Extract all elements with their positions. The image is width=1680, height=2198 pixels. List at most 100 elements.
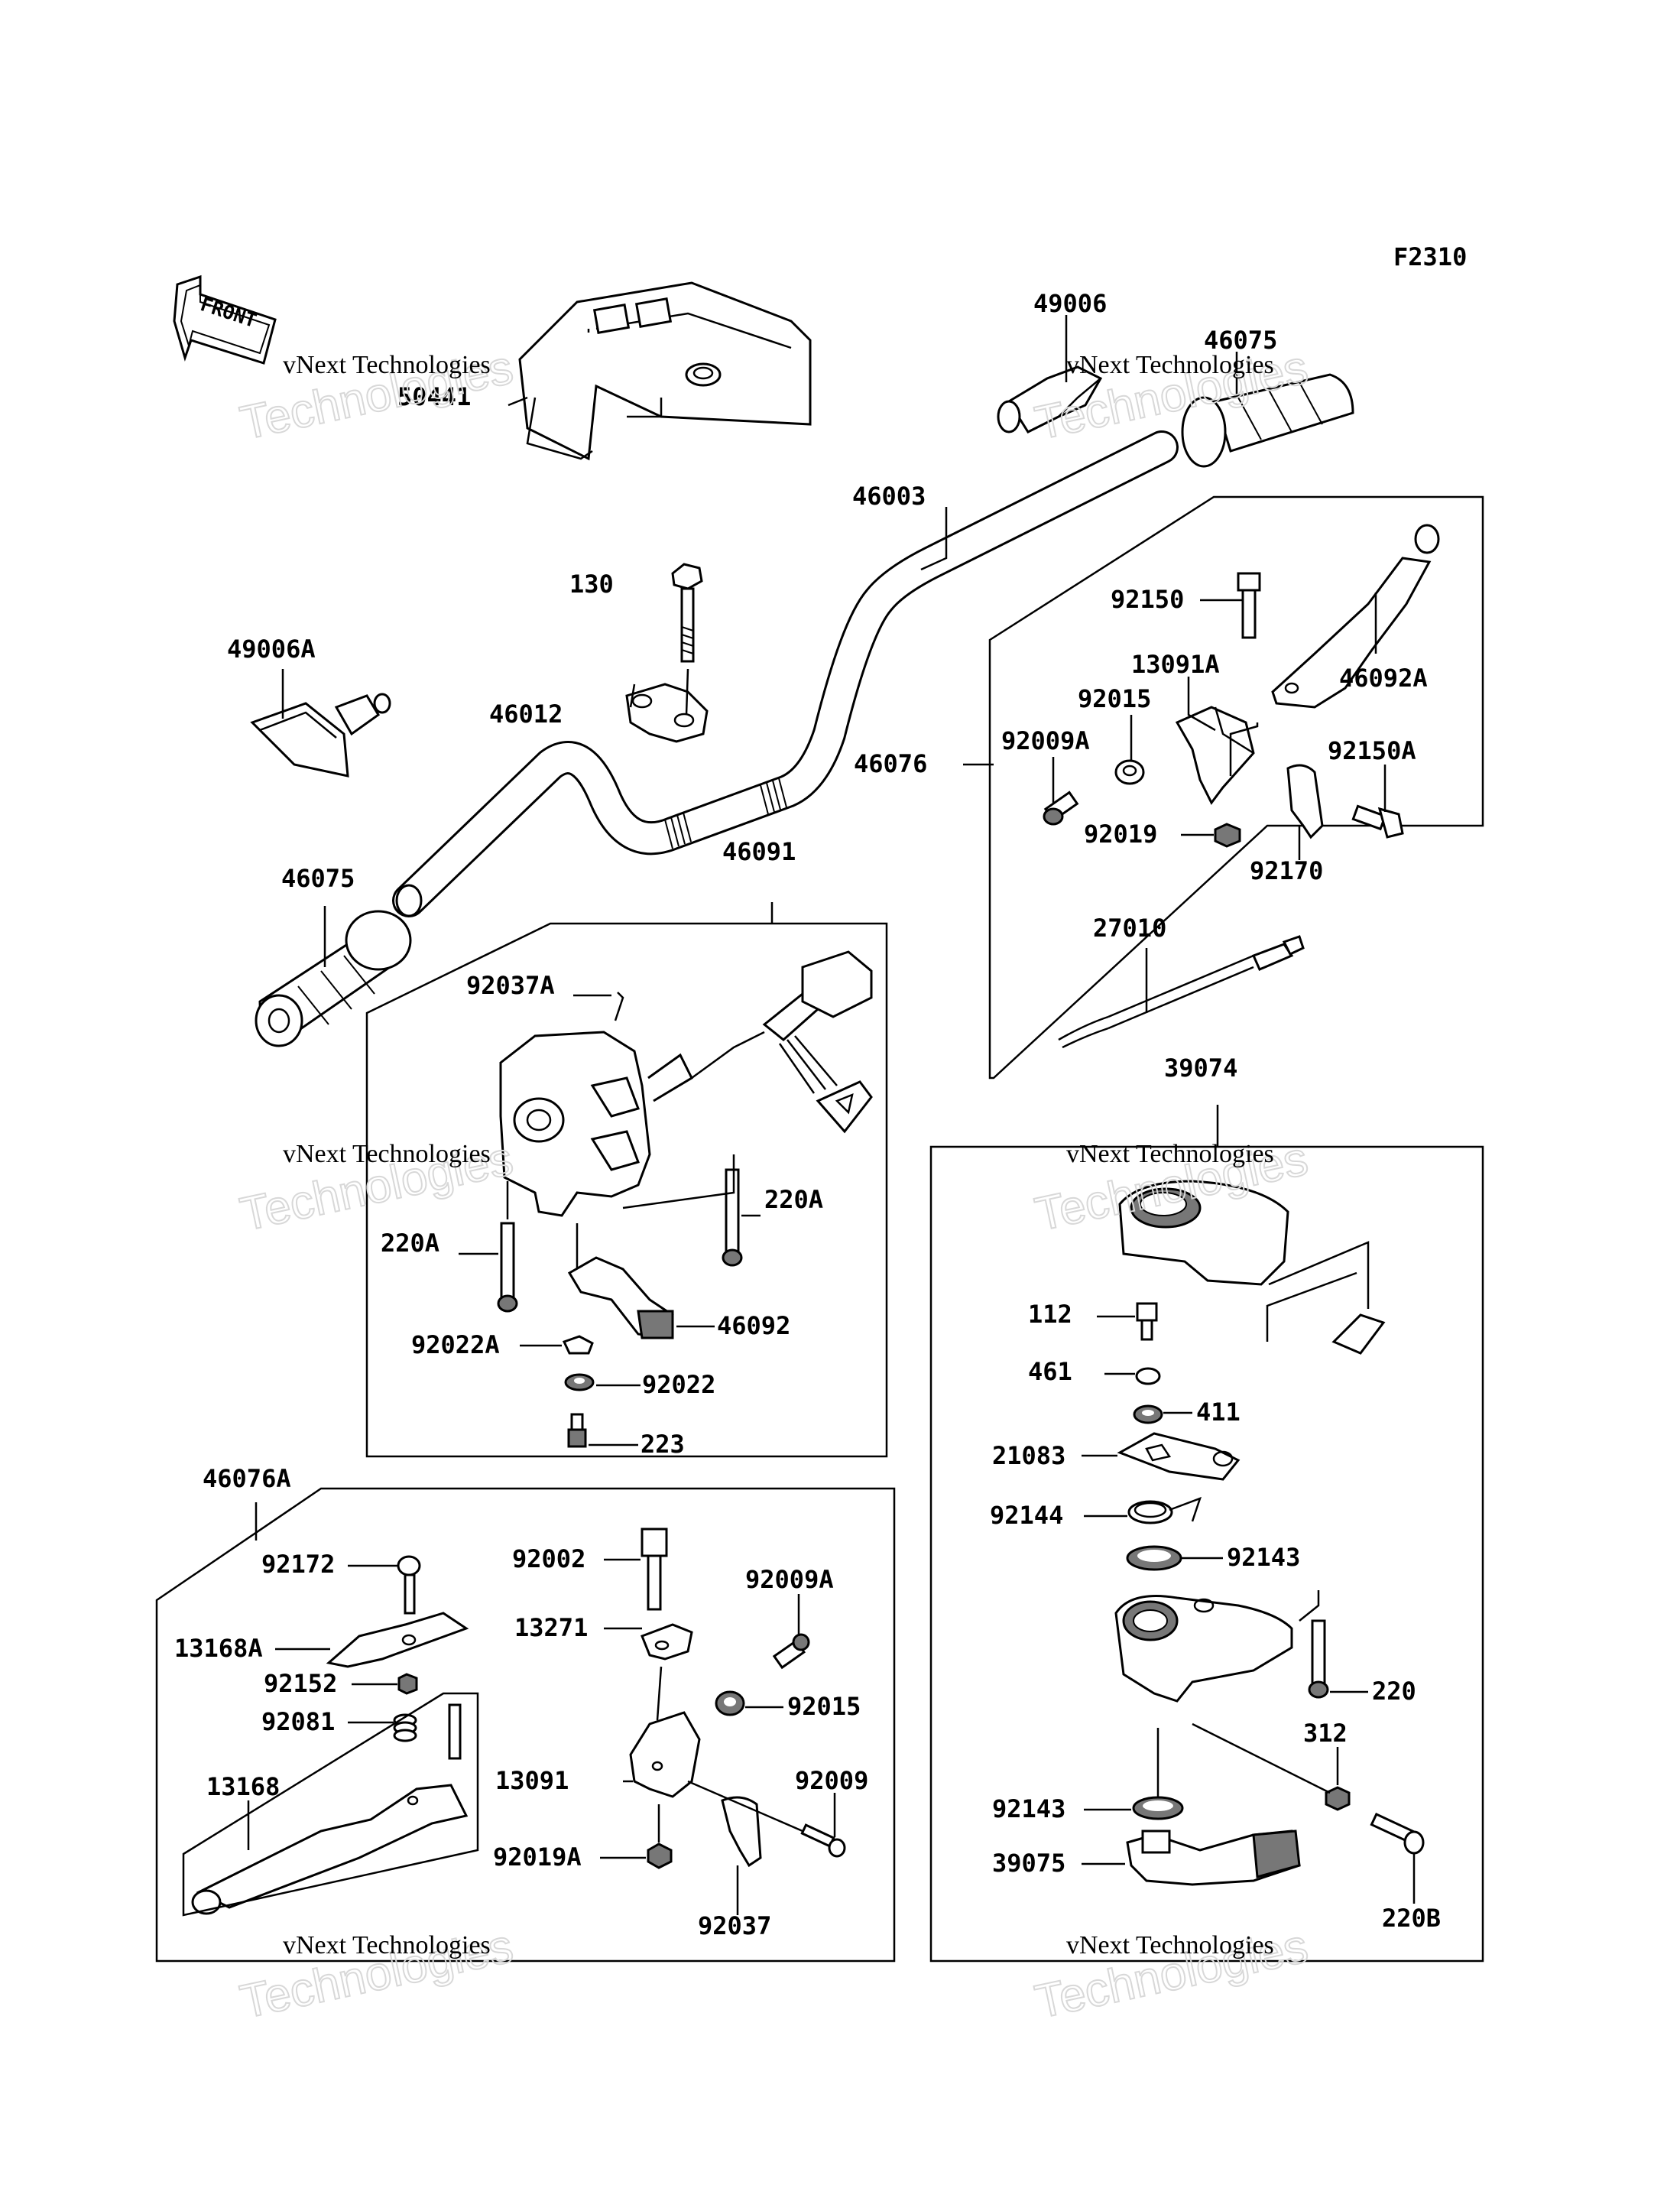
clamp-92170 bbox=[1286, 764, 1324, 839]
nut-92019 bbox=[1214, 823, 1241, 848]
callout-461: 461 bbox=[1028, 1357, 1072, 1386]
screw-92009a-lower bbox=[772, 1633, 810, 1670]
bolt-130 bbox=[671, 563, 703, 663]
callout-49006a: 49006A bbox=[227, 635, 316, 664]
callout-92170: 92170 bbox=[1250, 856, 1323, 885]
watermark-bottom-left: Technologies vNext Technologies bbox=[235, 1919, 518, 2030]
callout-92002: 92002 bbox=[512, 1544, 585, 1573]
callout-39074: 39074 bbox=[1164, 1054, 1237, 1083]
callout-13168a: 13168A bbox=[174, 1634, 263, 1663]
front-arrow-icon: FRONT bbox=[173, 274, 277, 365]
callout-92009a-upper: 92009A bbox=[1001, 726, 1090, 755]
callout-13091a: 13091A bbox=[1131, 650, 1220, 679]
handlebar-holder bbox=[625, 683, 709, 743]
callout-312: 312 bbox=[1303, 1719, 1348, 1748]
watermark-top-left: Technologies vNext Technologies bbox=[235, 340, 518, 451]
callout-92015-upper: 92015 bbox=[1078, 684, 1151, 713]
callout-92152: 92152 bbox=[264, 1669, 337, 1698]
callout-92172: 92172 bbox=[261, 1550, 335, 1579]
callout-46003: 46003 bbox=[852, 482, 926, 511]
callout-92081: 92081 bbox=[261, 1707, 335, 1736]
plate-13168a bbox=[326, 1612, 469, 1668]
lever-13168 bbox=[191, 1784, 469, 1915]
bolt-92150 bbox=[1237, 572, 1261, 639]
screw-223 bbox=[567, 1413, 587, 1448]
plate-13271 bbox=[641, 1623, 693, 1661]
callout-46075-upper: 46075 bbox=[1204, 326, 1277, 355]
right-grip bbox=[1181, 373, 1354, 468]
callout-92015-lower: 92015 bbox=[787, 1692, 861, 1721]
callout-92019a: 92019A bbox=[493, 1842, 582, 1872]
svg-text:vNext Technologies: vNext Technologies bbox=[1066, 1140, 1274, 1168]
callout-92022a: 92022A bbox=[411, 1330, 500, 1359]
screw-92172 bbox=[397, 1555, 421, 1615]
plate-21083 bbox=[1117, 1432, 1241, 1481]
callout-92150: 92150 bbox=[1111, 585, 1184, 614]
callout-220a-right: 220A bbox=[764, 1185, 823, 1214]
callout-92143-upper: 92143 bbox=[1227, 1543, 1300, 1572]
left-grip bbox=[255, 910, 412, 1047]
screw-220b bbox=[1370, 1812, 1425, 1855]
watermark-bottom-right: Technologies vNext Technologies bbox=[1030, 1919, 1313, 2030]
switch-housing-46091 bbox=[499, 1031, 693, 1217]
handlebar-cover bbox=[518, 281, 812, 461]
callout-13271: 13271 bbox=[514, 1613, 588, 1642]
callout-13168: 13168 bbox=[206, 1772, 280, 1801]
connector bbox=[691, 950, 873, 1134]
callout-27010: 27010 bbox=[1093, 914, 1166, 943]
bolt-92002 bbox=[641, 1528, 668, 1611]
callout-411: 411 bbox=[1196, 1398, 1241, 1427]
adjuster-92015 bbox=[1114, 759, 1145, 785]
watermark-top-right: Technologies vNext Technologies bbox=[1030, 340, 1313, 451]
svg-text:vNext Technologies: vNext Technologies bbox=[283, 1140, 491, 1168]
callout-92009: 92009 bbox=[795, 1766, 868, 1795]
callout-220b: 220B bbox=[1382, 1904, 1441, 1933]
callout-50441: 50441 bbox=[397, 382, 471, 411]
throttle-cover-39074 bbox=[1118, 1180, 1289, 1286]
spring-92081 bbox=[393, 1713, 417, 1742]
callout-46092: 46092 bbox=[717, 1311, 790, 1340]
callout-92037: 92037 bbox=[698, 1911, 771, 1940]
svg-text:vNext Technologies: vNext Technologies bbox=[1066, 351, 1274, 379]
lever-46092a bbox=[1271, 524, 1440, 709]
screw-220a-left bbox=[497, 1222, 518, 1313]
callout-112: 112 bbox=[1028, 1300, 1072, 1329]
callout-46092a: 46092A bbox=[1339, 664, 1428, 693]
callout-46076a: 46076A bbox=[203, 1464, 291, 1493]
screw-92009a bbox=[1043, 791, 1079, 826]
callout-220: 220 bbox=[1372, 1677, 1416, 1706]
svg-text:vNext Technologies: vNext Technologies bbox=[283, 1931, 491, 1959]
callout-92150a: 92150A bbox=[1328, 736, 1416, 765]
svg-text:vNext Technologies: vNext Technologies bbox=[1066, 1931, 1274, 1959]
callout-92009a-lower: 92009A bbox=[745, 1565, 834, 1594]
callout-220a-left: 220A bbox=[381, 1229, 439, 1258]
callout-46075-lower: 46075 bbox=[281, 864, 355, 893]
callout-92143-lower: 92143 bbox=[992, 1794, 1065, 1823]
callout-21083: 21083 bbox=[992, 1441, 1065, 1470]
callout-49006: 49006 bbox=[1033, 289, 1107, 318]
switch-27010 bbox=[1058, 935, 1305, 1049]
lever-46092 bbox=[567, 1256, 674, 1339]
callout-46091: 46091 bbox=[722, 837, 796, 866]
holder-13091 bbox=[629, 1711, 701, 1798]
throttle-lever-39075 bbox=[1126, 1830, 1301, 1886]
callout-46012: 46012 bbox=[489, 700, 563, 729]
callout-92037a: 92037A bbox=[466, 971, 555, 1000]
holder-13091a bbox=[1175, 706, 1255, 805]
callout-92144: 92144 bbox=[990, 1501, 1063, 1530]
figure-code: F2310 bbox=[1393, 242, 1467, 271]
bolt-92150a bbox=[1351, 804, 1404, 839]
svg-text:vNext Technologies: vNext Technologies bbox=[283, 351, 491, 379]
throttle-housing bbox=[1114, 1595, 1293, 1703]
callout-39075: 39075 bbox=[992, 1849, 1065, 1878]
screw-220a-right bbox=[722, 1168, 743, 1267]
callout-130: 130 bbox=[569, 570, 614, 599]
callout-92022: 92022 bbox=[642, 1370, 715, 1399]
watermark-mid-left: Technologies vNext Technologies bbox=[235, 1131, 518, 1242]
cover-49006 bbox=[997, 365, 1103, 433]
bracket-49006a bbox=[250, 693, 391, 778]
callout-46076: 46076 bbox=[854, 749, 927, 778]
callout-13091: 13091 bbox=[495, 1766, 569, 1795]
callout-92019: 92019 bbox=[1084, 820, 1157, 849]
